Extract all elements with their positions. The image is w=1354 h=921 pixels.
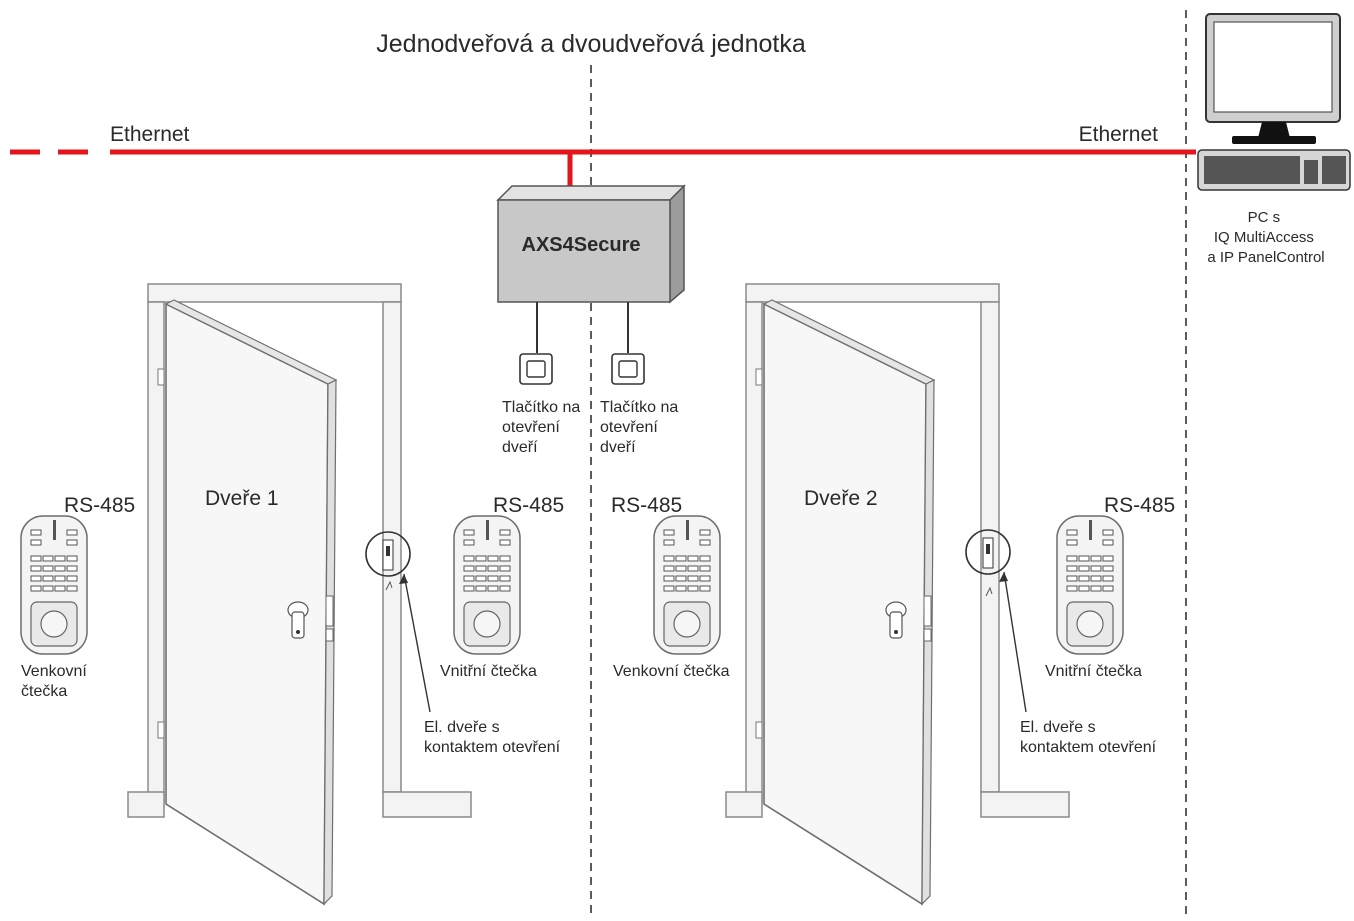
reader-inner-2-label: Vnitřní čtečka bbox=[1045, 663, 1142, 680]
controller-label: AXS4Secure bbox=[522, 234, 641, 256]
door-2 bbox=[725, 283, 1070, 905]
reader-inner-2 bbox=[1056, 515, 1124, 655]
rs485-label-outer-2: RS-485 bbox=[611, 494, 682, 517]
door-1 bbox=[127, 283, 472, 905]
pc-label: PC s IQ MultiAccess a IP PanelControl bbox=[1207, 209, 1324, 266]
lock-arrow-1 bbox=[403, 573, 431, 713]
reader-outer-2 bbox=[653, 515, 721, 655]
controller-box bbox=[496, 184, 686, 304]
door-1-label: Dveře 1 bbox=[205, 487, 279, 510]
ethernet-label-right: Ethernet bbox=[1079, 123, 1159, 146]
rs485-label-inner-2: RS-485 bbox=[1104, 494, 1175, 517]
ethernet-label-left: Ethernet bbox=[110, 123, 190, 146]
lock-1-label: El. dveře s kontaktem otevření bbox=[424, 719, 561, 756]
button-1-label: Tlačítko na otevření dveří bbox=[502, 399, 585, 456]
lock-arrow-2 bbox=[1003, 571, 1027, 713]
reader-outer-2-label: Venkovní čtečka bbox=[613, 663, 730, 680]
reader-inner-1-label: Vnitřní čtečka bbox=[440, 663, 537, 680]
lock-2-label: El. dveře s kontaktem otevření bbox=[1020, 719, 1157, 756]
door-open-button-2 bbox=[611, 353, 645, 385]
button-2-label: Tlačítko na otevření dveří bbox=[600, 399, 683, 456]
lock-contact-1 bbox=[365, 531, 411, 591]
rs485-label-outer-1: RS-485 bbox=[64, 494, 135, 517]
pc-workstation bbox=[1197, 13, 1351, 191]
reader-outer-1-label: Venkovní čtečka bbox=[21, 663, 91, 700]
reader-outer-1 bbox=[20, 515, 88, 655]
door-2-label: Dveře 2 bbox=[804, 487, 878, 510]
reader-inner-1 bbox=[453, 515, 521, 655]
rs485-label-inner-1: RS-485 bbox=[493, 494, 564, 517]
door-open-button-1 bbox=[519, 353, 553, 385]
diagram-title: Jednodveřová a dvoudveřová jednotka bbox=[376, 30, 806, 58]
lock-contact-2 bbox=[965, 529, 1011, 597]
